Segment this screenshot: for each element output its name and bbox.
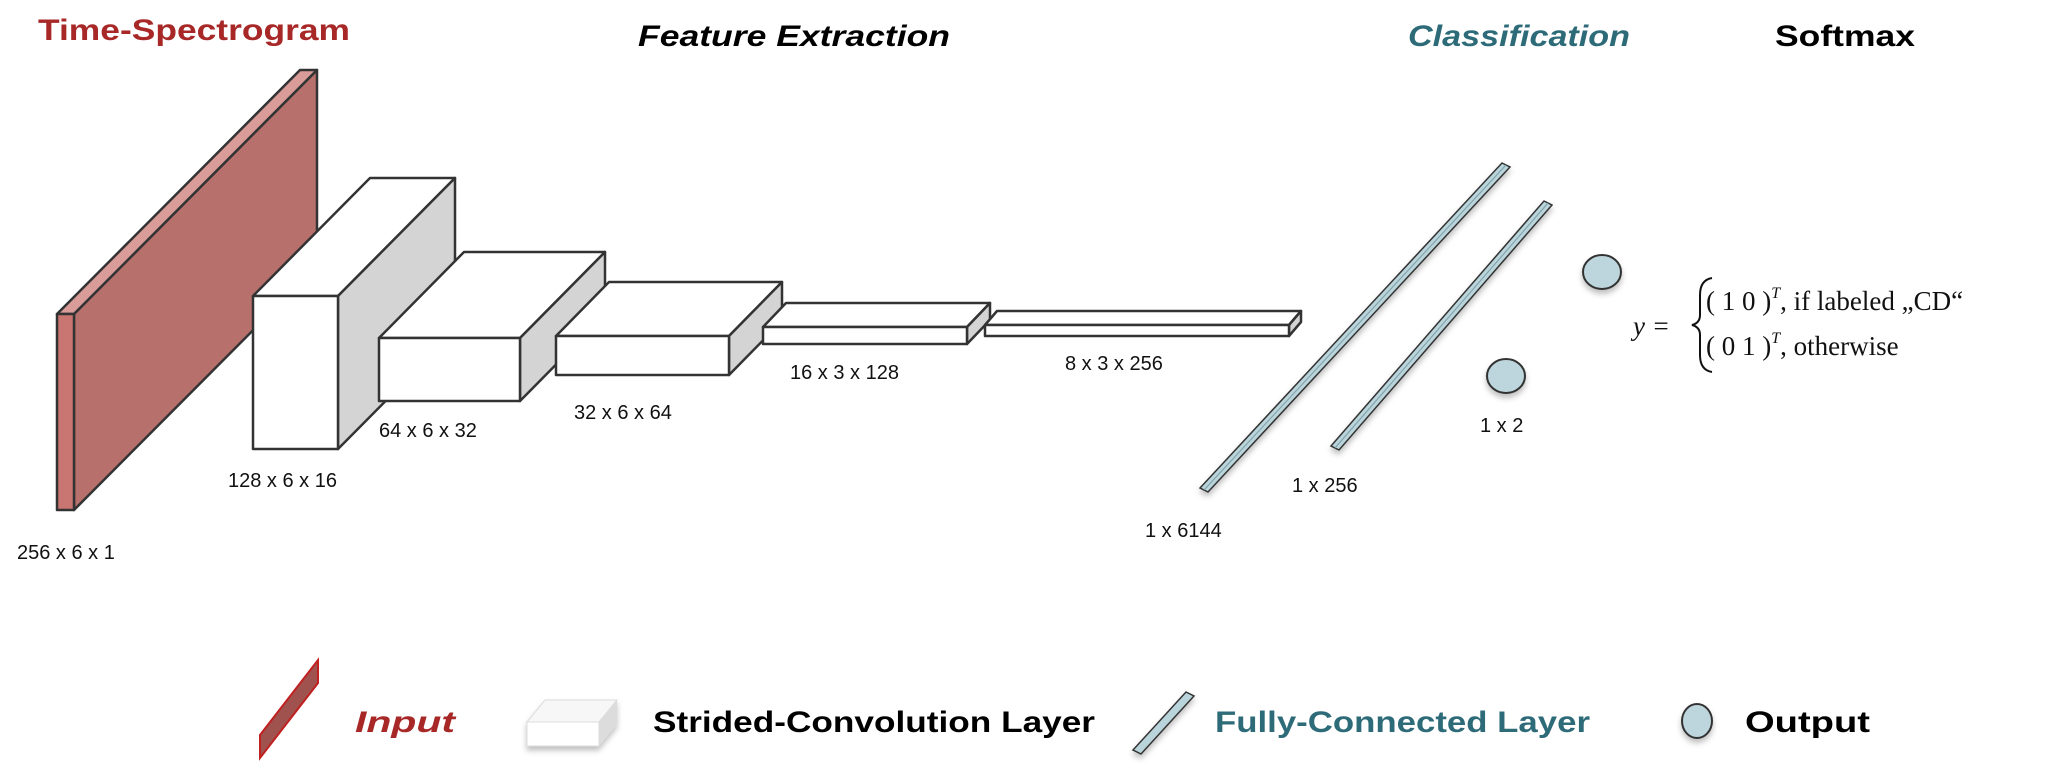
label-conv5-dims: 8 x 3 x 256: [1065, 353, 1163, 375]
case1-vector: ( 1 0 ): [1706, 286, 1771, 316]
legend-fc-icon: [1131, 691, 1196, 755]
legend-output-icon: [1681, 703, 1713, 739]
title-feature-extraction: Feature Extraction: [638, 20, 950, 53]
label-conv2-dims: 64 x 6 x 32: [379, 420, 477, 442]
softmax-formula: y = ( 1 0 )T, if labeled „CD“ ( 0 1 )T, …: [1630, 277, 1963, 373]
case1-transpose: T: [1771, 285, 1781, 302]
label-output-dims: 1 x 2: [1480, 415, 1523, 437]
formula-case-1: ( 1 0 )T, if labeled „CD“: [1706, 285, 1963, 316]
conv-layer-3: [554, 280, 784, 377]
legend-output-label: Output: [1745, 706, 1870, 739]
output-neuron-2: [1486, 358, 1526, 394]
case1-condition: , if labeled „CD“: [1780, 286, 1963, 316]
input-spectrogram-slab: [55, 68, 319, 512]
conv-layer-2: [377, 250, 607, 403]
case2-transpose: T: [1771, 330, 1781, 347]
conv-layer-5: [983, 309, 1303, 338]
formula-case-2: ( 0 1 )T, otherwise: [1706, 330, 1899, 361]
title-classification: Classification: [1408, 20, 1630, 53]
legend-fc-label: Fully-Connected Layer: [1215, 706, 1590, 739]
legend-input-label: Input: [355, 706, 458, 739]
fc-layer-1: [1198, 162, 1512, 493]
label-conv4-dims: 16 x 3 x 128: [790, 362, 899, 384]
formula-lhs: y =: [1630, 311, 1670, 341]
conv-layer-4: [761, 301, 992, 346]
conv-layer-1: [251, 176, 457, 451]
label-input-dims: 256 x 6 x 1: [17, 542, 115, 564]
case2-condition: , otherwise: [1780, 331, 1898, 361]
fc-layer-2: [1329, 200, 1554, 451]
output-neuron-1: [1582, 254, 1622, 290]
label-conv1-dims: 128 x 6 x 16: [228, 470, 337, 492]
label-fc1-dims: 1 x 6144: [1145, 520, 1222, 542]
title-softmax: Softmax: [1775, 20, 1915, 53]
case2-vector: ( 0 1 ): [1706, 331, 1771, 361]
legend: Input Strided-Convolution Layer Fully-Co…: [259, 657, 1870, 761]
title-time-spectrogram: Time-Spectrogram: [38, 14, 350, 47]
legend-input-icon: [259, 657, 319, 761]
label-conv3-dims: 32 x 6 x 64: [574, 402, 672, 424]
label-fc2-dims: 1 x 256: [1292, 475, 1358, 497]
legend-conv-icon: [525, 699, 619, 747]
brace-icon: [1691, 277, 1713, 373]
legend-conv-label: Strided-Convolution Layer: [653, 706, 1095, 739]
